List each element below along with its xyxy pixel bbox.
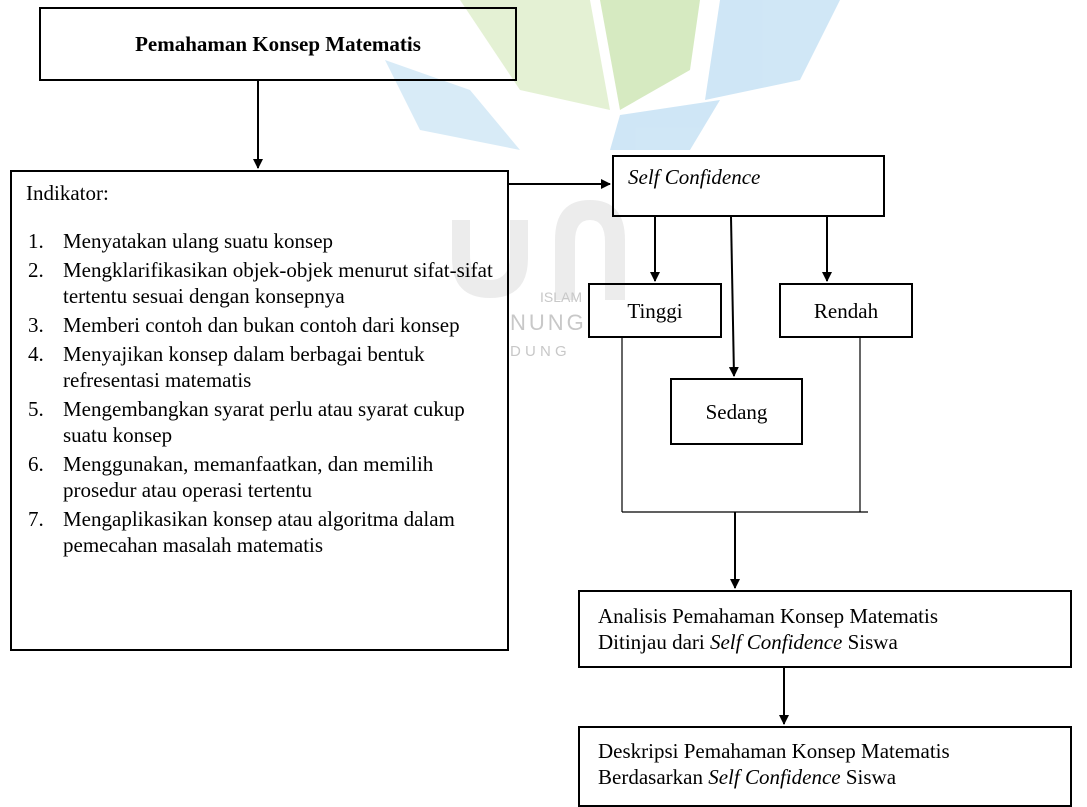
analysis-italic: Self Confidence: [709, 630, 843, 654]
indicator-item: 2. Mengklarifikasikan objek-objek menurut…: [26, 257, 495, 309]
title-text: Pemahaman Konsep Matematis: [135, 32, 421, 56]
description-line-1: Deskripsi Pemahaman Konsep Matematis: [598, 739, 950, 763]
indicator-item: 6. Menggunakan, memanfaatkan, dan memilih…: [26, 451, 495, 503]
indicator-text: Menyajikan konsep dalam berbagai bentuk …: [63, 342, 425, 392]
indicator-heading: Indikator:: [26, 181, 109, 205]
indicator-number: 1.: [28, 229, 44, 253]
analysis-prefix: Ditinjau dari: [598, 630, 710, 654]
description-prefix: Berdasarkan: [598, 765, 709, 789]
level-tinggi-text: Tinggi: [627, 298, 683, 323]
analysis-line-2: Ditinjau dari Self Confidence Siswa: [598, 629, 1070, 655]
indicator-number: 2.: [28, 258, 44, 282]
watermark-petal-blue-right: [705, 0, 840, 100]
indicator-text: Mengklarifikasikan objek-objek menurut s…: [63, 258, 493, 308]
level-rendah-text: Rendah: [813, 298, 879, 323]
level-rendah-box: Rendah: [779, 283, 913, 338]
watermark-text-2: NUNG: [510, 310, 587, 335]
indicator-item: 7. Mengaplikasikan konsep atau algoritma …: [26, 506, 495, 558]
arrow-sc-to-sedang: [728, 216, 739, 377]
indicator-text: Menggunakan, memanfaatkan, dan memilih p…: [63, 452, 434, 502]
indicator-item: 1. Menyatakan ulang suatu konsep: [26, 228, 495, 254]
indicator-text: Menyatakan ulang suatu konsep: [63, 229, 334, 253]
description-box: Deskripsi Pemahaman Konsep Matematis Ber…: [578, 726, 1072, 807]
indicator-number: 3.: [28, 313, 44, 337]
indicator-item: 4. Menyajikan konsep dalam berbagai bentu…: [26, 341, 495, 393]
indicator-item: 3. Memberi contoh dan bukan contoh dari k…: [26, 312, 495, 338]
description-line-2: Berdasarkan Self Confidence Siswa: [598, 764, 1070, 790]
indicator-text: Mengembangkan syarat perlu atau syarat c…: [63, 397, 465, 447]
indicator-text: Mengaplikasikan konsep atau algoritma da…: [63, 507, 455, 557]
watermark-text-1: ISLAM: [540, 289, 582, 305]
description-suffix: Siswa: [840, 765, 897, 789]
indicator-box: Indikator: 1. Menyatakan ulang suatu kons…: [10, 170, 509, 651]
description-italic: Self Confidence: [708, 765, 841, 789]
self-confidence-text: Self Confidence: [628, 165, 761, 189]
watermark-petal-blue-mid: [610, 100, 720, 150]
analysis-box: Analisis Pemahaman Konsep Matematis Diti…: [578, 590, 1072, 668]
indicator-number: 7.: [28, 507, 44, 531]
level-tinggi-box: Tinggi: [588, 283, 722, 338]
indicator-number: 5.: [28, 397, 44, 421]
indicator-list: 1. Menyatakan ulang suatu konsep 2. Mengkla…: [26, 228, 495, 558]
indicator-number: 4.: [28, 342, 44, 366]
analysis-suffix: Siswa: [842, 630, 898, 654]
indicator-text: Memberi contoh dan bukan contoh dari kon…: [63, 313, 460, 337]
analysis-line-1: Analisis Pemahaman Konsep Matematis: [598, 604, 939, 628]
self-confidence-box: Self Confidence: [612, 155, 885, 217]
level-sedang-box: Sedang: [670, 378, 803, 445]
indicator-item: 5. Mengembangkan syarat perlu atau syarat…: [26, 396, 495, 448]
title-box: Pemahaman Konsep Matematis: [39, 7, 517, 81]
indicator-number: 6.: [28, 452, 44, 476]
watermark-text-3: D U N G: [510, 343, 567, 360]
level-sedang-text: Sedang: [705, 399, 768, 424]
watermark-petal-green-top: [600, 0, 700, 110]
